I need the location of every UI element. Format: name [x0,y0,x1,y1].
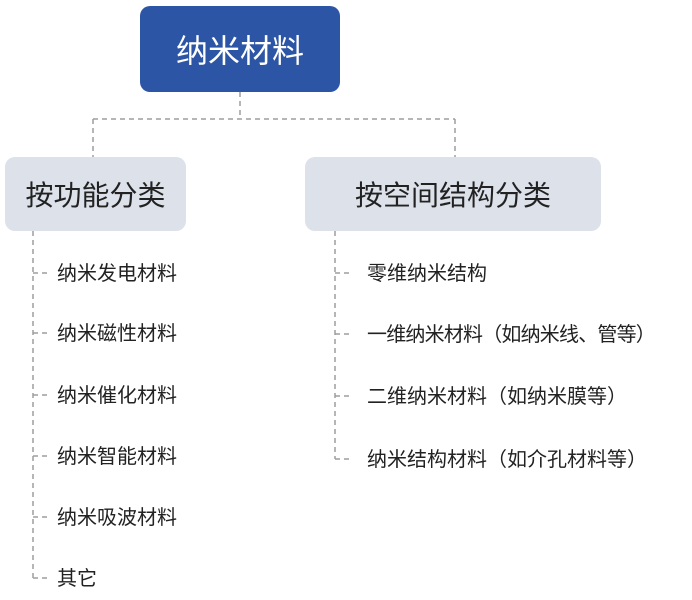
list-item: 二维纳米材料（如纳米膜等） [367,384,627,408]
branch-label: 按空间结构分类 [354,179,551,212]
list-item: 其它 [57,566,97,590]
list-item: 纳米发电材料 [57,261,177,285]
list-item: 一维纳米材料（如纳米线、管等） [367,322,656,346]
list-item: 纳米结构材料（如介孔材料等） [367,447,647,471]
root-label: 纳米材料 [175,32,304,70]
branch-node-structure: 按空间结构分类 [305,157,601,231]
list-item: 纳米智能材料 [57,444,177,468]
branch-node-function: 按功能分类 [5,157,186,231]
list-item: 纳米吸波材料 [57,505,177,529]
list-item: 纳米磁性材料 [57,321,177,345]
root-node: 纳米材料 [140,6,340,92]
list-item: 纳米催化材料 [57,383,177,407]
branch-label: 按功能分类 [25,179,166,212]
list-item: 零维纳米结构 [367,261,487,285]
